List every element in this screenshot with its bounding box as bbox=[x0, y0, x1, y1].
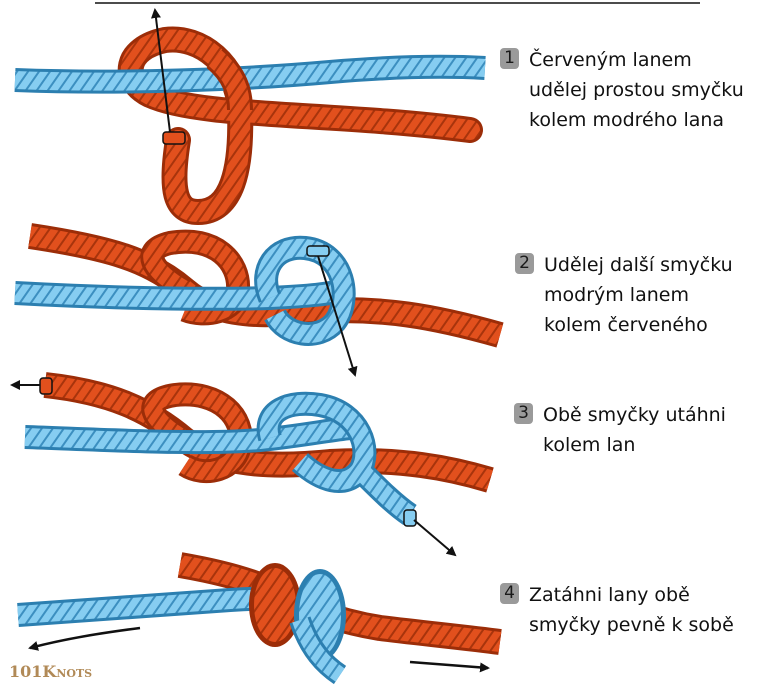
step-2-illustration bbox=[15, 236, 500, 375]
step-number-badge: 2 bbox=[515, 253, 534, 274]
step-number-badge: 3 bbox=[514, 403, 533, 424]
step-instruction: Červeným lanem udělej prostou smyčku kol… bbox=[529, 45, 744, 135]
brand-logo-prefix: 101 bbox=[9, 662, 42, 681]
step-3: 3 Obě smyčky utáhni kolem lan bbox=[514, 400, 726, 460]
brand-logo-big: K bbox=[42, 662, 56, 681]
step-2: 2 Udělej další smyčku modrým lanem kolem… bbox=[515, 250, 733, 340]
step-4-illustration bbox=[18, 563, 500, 675]
step-1-illustration bbox=[15, 10, 485, 212]
brand-logo-rest: NOTS bbox=[56, 667, 92, 680]
step-3-illustration bbox=[12, 378, 490, 555]
step-instruction: Zatáhni lany obě smyčky pevně k sobě bbox=[529, 580, 734, 640]
brand-logo: 101KNOTS bbox=[9, 662, 92, 681]
step-4: 4 Zatáhni lany obě smyčky pevně k sobě bbox=[500, 580, 734, 640]
step-instruction: Obě smyčky utáhni kolem lan bbox=[543, 400, 726, 460]
step-instruction: Udělej další smyčku modrým lanem kolem č… bbox=[544, 250, 733, 340]
step-number-badge: 1 bbox=[500, 48, 519, 69]
step-number-badge: 4 bbox=[500, 583, 519, 604]
step-1: 1 Červeným lanem udělej prostou smyčku k… bbox=[500, 45, 744, 135]
